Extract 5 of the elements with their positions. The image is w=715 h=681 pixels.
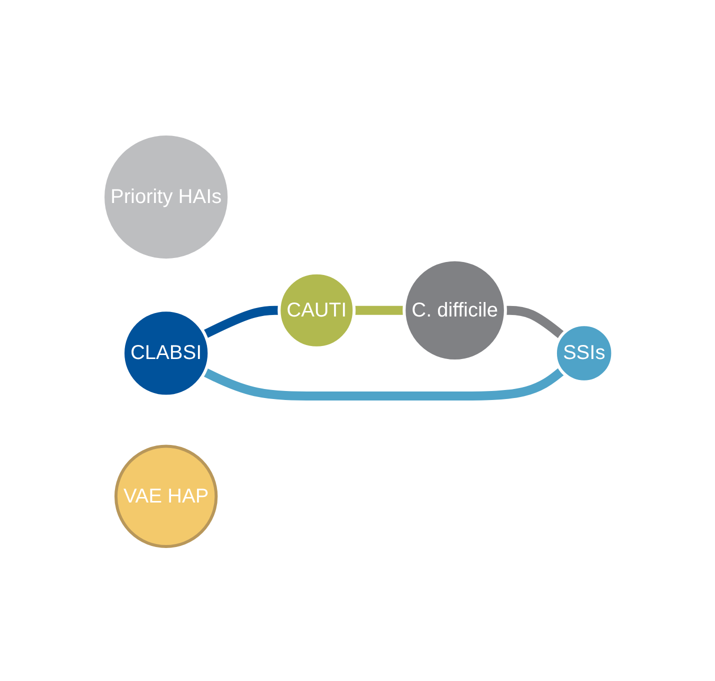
connector (202, 306, 280, 339)
connector (353, 306, 404, 316)
node-circle: VAE HAP (114, 445, 218, 548)
connector (202, 368, 564, 401)
connector (504, 306, 564, 340)
